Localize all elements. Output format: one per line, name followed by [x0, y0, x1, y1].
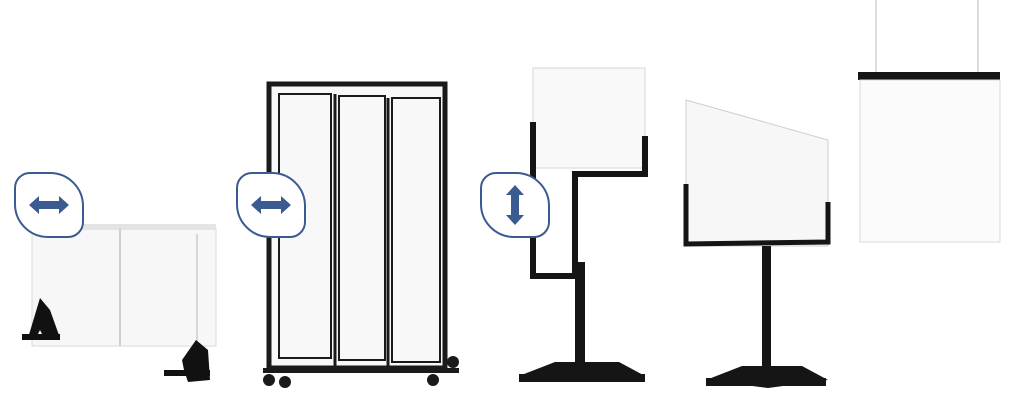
horizontal-adjust-badge — [14, 172, 84, 238]
pedestal-stand-shield — [683, 99, 831, 388]
desk-divider-with-feet — [22, 224, 217, 382]
horizontal-arrow-icon — [29, 196, 69, 214]
vertical-arrow-icon — [506, 185, 524, 225]
vertical-adjust-badge — [480, 172, 550, 238]
horizontal-adjust-badge — [236, 172, 306, 238]
height-adjustable-stand-shield — [519, 67, 648, 382]
hanging-ceiling-shield — [858, 0, 1001, 243]
horizontal-arrow-icon — [251, 196, 291, 214]
